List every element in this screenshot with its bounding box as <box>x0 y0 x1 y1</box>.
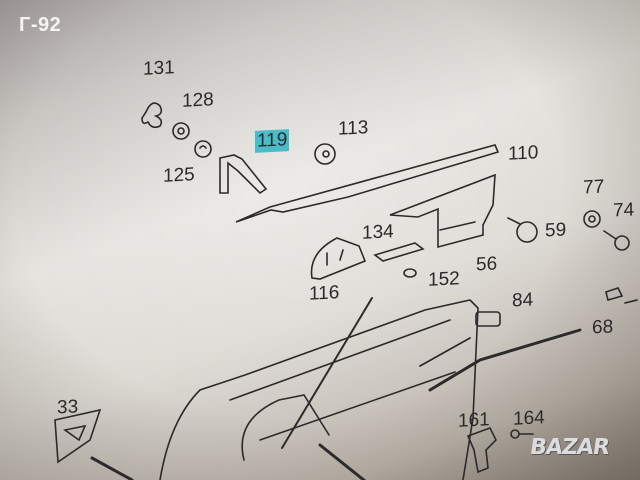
part-label-84: 84 <box>512 289 534 312</box>
part-77 <box>583 210 601 228</box>
part-110-strip <box>235 144 500 223</box>
part-116-bezel <box>310 237 367 280</box>
part-128-washer <box>172 122 190 140</box>
part-label-134: 134 <box>362 221 394 244</box>
part-label-125: 125 <box>163 164 195 187</box>
part-label-110: 110 <box>508 142 539 165</box>
part-label-74: 74 <box>613 199 635 222</box>
part-label-56: 56 <box>476 253 498 276</box>
part-164 <box>510 429 520 439</box>
part-label-119: 119 <box>255 129 290 153</box>
part-label-68: 68 <box>592 316 614 339</box>
part-label-59: 59 <box>545 219 567 242</box>
part-label-113: 113 <box>338 117 369 140</box>
part-label-152: 152 <box>428 268 460 291</box>
part-label-77: 77 <box>583 176 605 199</box>
part-56-panel <box>389 173 496 249</box>
part-label-161: 161 <box>458 409 490 432</box>
part-125-washer <box>194 140 212 158</box>
part-161 <box>466 427 497 474</box>
part-113 <box>314 143 336 165</box>
bazar-watermark: BAZAR <box>528 435 611 460</box>
part-label-164: 164 <box>513 407 545 430</box>
part-33 <box>54 408 102 464</box>
part-84 <box>475 311 501 327</box>
part-119-bracket <box>219 154 268 195</box>
part-152 <box>403 268 417 278</box>
part-131-clip <box>141 102 163 129</box>
door-panel <box>159 299 479 480</box>
part-134 <box>373 242 425 262</box>
part-label-33: 33 <box>57 396 79 419</box>
part-label-128: 128 <box>182 89 214 112</box>
part-label-131: 131 <box>143 57 175 80</box>
listing-code-badge: Г-92 <box>19 14 62 36</box>
part-59-screw <box>507 217 521 225</box>
part-label-116: 116 <box>309 282 340 305</box>
part-74-screw <box>603 230 617 240</box>
